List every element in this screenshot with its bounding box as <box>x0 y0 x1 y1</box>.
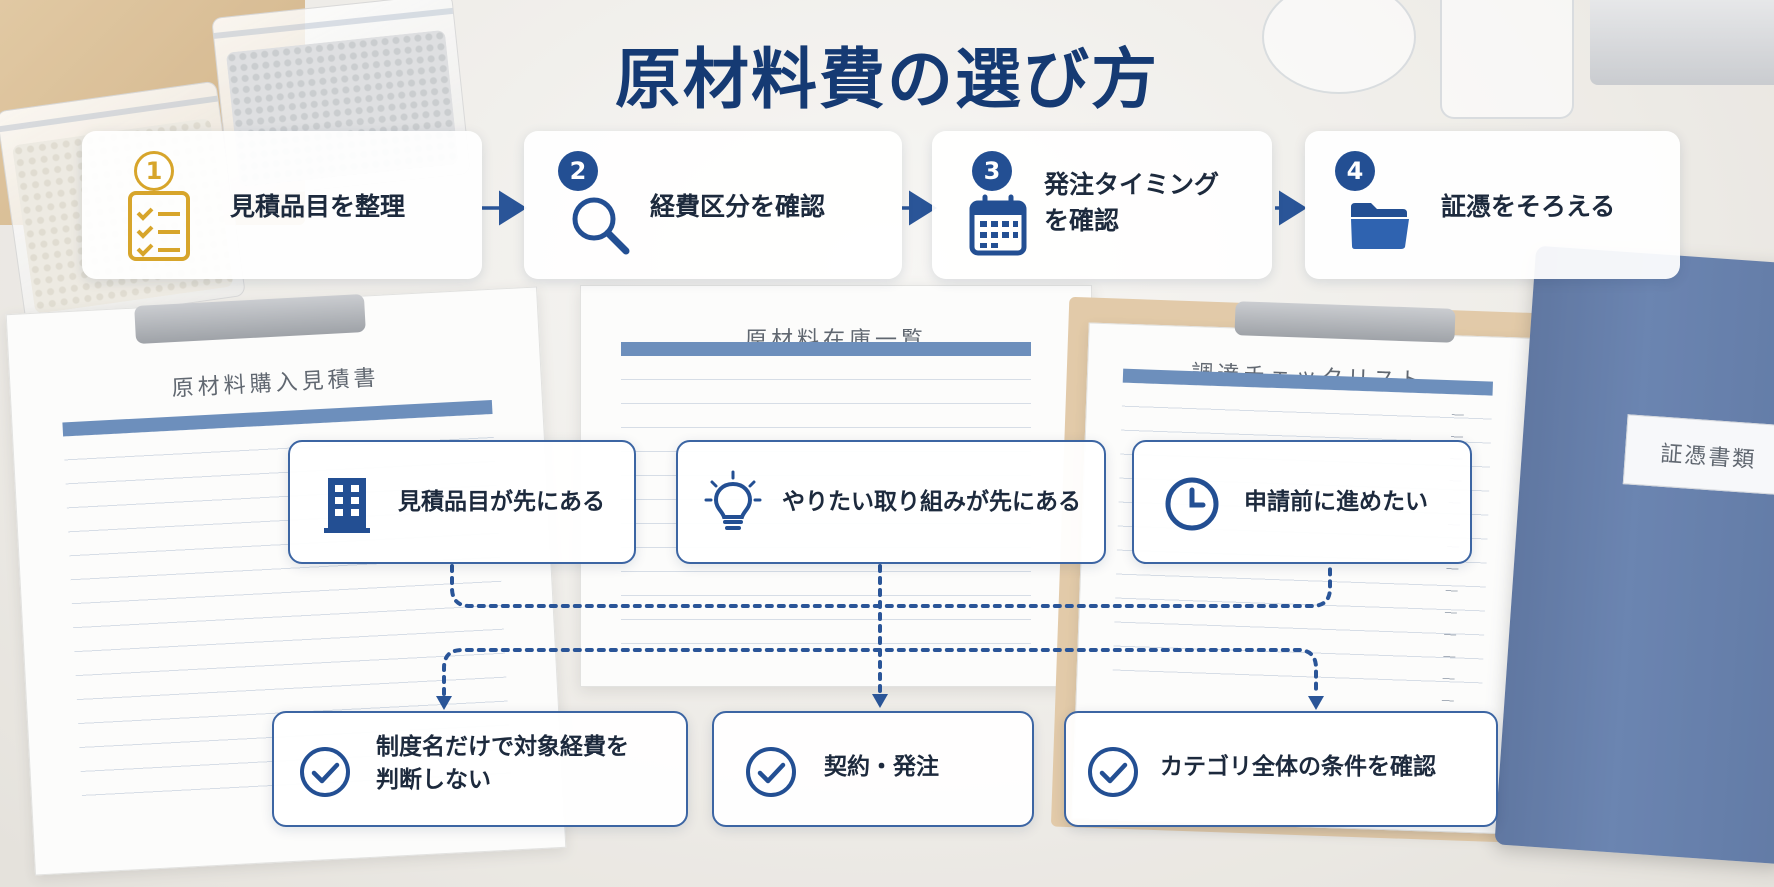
step-card-3: 3 発注タイミング を確認 <box>932 131 1272 279</box>
step-number-badge: 3 <box>972 151 1012 191</box>
step-label: 見積品目を整理 <box>230 192 406 221</box>
water-glass <box>1440 0 1574 119</box>
step-number-badge: 4 <box>1335 151 1375 191</box>
folder-icon <box>1351 203 1409 249</box>
arrowhead-left <box>436 696 452 710</box>
step-number-badge: 1 <box>134 151 174 191</box>
calendar-icon <box>969 194 1027 256</box>
outcome-label: カテゴリ全体の条件を確認 <box>1160 754 1436 780</box>
start-label: 見積品目が先にある <box>398 489 605 515</box>
check-circle-icon <box>746 747 796 797</box>
step-card-4: 4 証憑をそろえる <box>1305 131 1680 279</box>
check-circle-icon <box>1088 747 1138 797</box>
start-card-estimate: 見積品目が先にある <box>288 440 636 564</box>
magnifier-icon <box>572 197 630 255</box>
outcome-label: 制度名だけで対象経費を 判断しない <box>376 734 629 794</box>
step-label: 発注タイミング を確認 <box>1044 170 1220 236</box>
split-line <box>442 648 1318 696</box>
merge-line <box>450 564 1332 608</box>
start-label: やりたい取り組みが先にある <box>782 489 1081 515</box>
building-icon <box>324 478 370 533</box>
clock-icon <box>1165 477 1219 531</box>
lightbulb-icon <box>704 470 762 530</box>
outcome-card-contract: 契約・発注 <box>712 711 1034 827</box>
start-label: 申請前に進めたい <box>1244 489 1428 515</box>
step-card-2: 2 経費区分を確認 <box>524 131 902 279</box>
arrowhead-center <box>872 694 888 708</box>
scale-device <box>1590 0 1774 85</box>
checklist-icon <box>128 191 190 261</box>
step-label: 証憑をそろえる <box>1441 192 1616 221</box>
outcome-card-category: カテゴリ全体の条件を確認 <box>1064 711 1498 827</box>
outcome-card-dont-judge: 制度名だけで対象経費を 判断しない <box>272 711 688 827</box>
powder-dish <box>1262 0 1416 94</box>
outcome-label: 契約・発注 <box>824 754 939 780</box>
step-card-1: 1 見積品目を整理 <box>82 131 482 279</box>
check-circle-icon <box>300 747 350 797</box>
arrowhead-right <box>1308 696 1324 710</box>
step-label: 経費区分を確認 <box>650 192 826 221</box>
step-number-badge: 2 <box>558 151 598 191</box>
page-title: 原材料費の選び方 <box>615 41 1159 118</box>
start-card-initiative: やりたい取り組みが先にある <box>676 440 1106 564</box>
start-card-before-application: 申請前に進めたい <box>1132 440 1472 564</box>
